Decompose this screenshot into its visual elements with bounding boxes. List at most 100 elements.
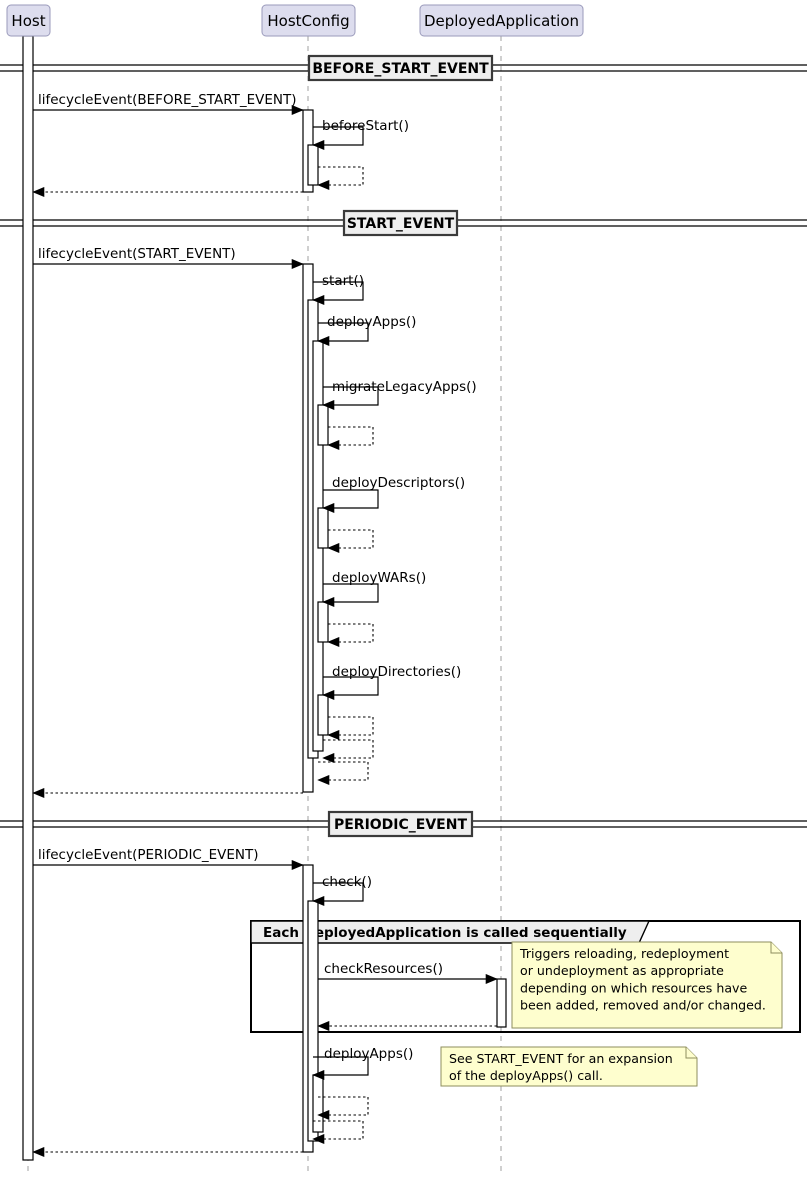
message-m-wars-ret bbox=[327, 623, 374, 648]
dividers-layer: BEFORE_START_EVENT START_EVENT PERIODIC_EV… bbox=[0, 54, 807, 838]
group-frame: Each DeployedApplication is called seque… bbox=[250, 920, 801, 1033]
message-label: lifecycleEvent(BEFORE_START_EVENT) bbox=[38, 92, 297, 108]
message-arrow-icon bbox=[485, 973, 498, 985]
message-m-deployapps-per-r bbox=[317, 1096, 369, 1121]
message-m-start-return bbox=[32, 787, 303, 799]
message-label: start() bbox=[322, 273, 364, 289]
message-label: migrateLegacyApps() bbox=[332, 379, 477, 395]
message-arrow-icon bbox=[327, 439, 340, 451]
message-m-lifecycle-before: lifecycleEvent(BEFORE_START_EVENT) bbox=[33, 92, 304, 116]
message-label: deployWARs() bbox=[332, 570, 426, 586]
message-label: deployApps() bbox=[324, 1046, 413, 1062]
activation-bar bbox=[312, 1074, 324, 1133]
message-arrow-icon bbox=[322, 596, 335, 608]
message-arrow-icon bbox=[312, 139, 325, 151]
message-m-wars: deployWARs() bbox=[322, 570, 426, 608]
message-m-directories: deployDirectories() bbox=[322, 664, 461, 701]
message-m-start-ret bbox=[317, 761, 369, 786]
participant-config[interactable]: HostConfig bbox=[261, 4, 356, 37]
message-label: deployApps() bbox=[327, 314, 416, 330]
message-arrow-icon bbox=[322, 502, 335, 514]
divider-box bbox=[307, 54, 494, 82]
message-arrow-icon bbox=[317, 1020, 330, 1032]
divider-box bbox=[327, 810, 474, 838]
message-arrow-icon bbox=[291, 859, 304, 871]
message-arrow-icon bbox=[327, 636, 340, 648]
message-m-lifecycle-per: lifecycleEvent(PERIODIC_EVENT) bbox=[33, 847, 304, 871]
divider-start: START_EVENT bbox=[0, 209, 807, 237]
message-arrow-icon bbox=[32, 787, 45, 799]
message-label: deployDirectories() bbox=[332, 664, 461, 680]
activation-bar bbox=[22, 35, 34, 1161]
divider-label: START_EVENT bbox=[347, 216, 455, 232]
note-line: been added, removed and/or changed. bbox=[520, 998, 766, 1013]
message-arrow-icon bbox=[312, 1069, 325, 1081]
message-m-check: check() bbox=[312, 874, 372, 907]
message-arrow-icon bbox=[312, 1133, 325, 1145]
message-m-before-return bbox=[32, 186, 303, 198]
message-arrow-icon bbox=[291, 104, 304, 116]
message-label: beforeStart() bbox=[322, 118, 409, 134]
message-m-directories-ret bbox=[327, 716, 374, 741]
activation-bar bbox=[317, 694, 329, 736]
activation-bar bbox=[317, 507, 329, 549]
message-m-descriptors-ret bbox=[327, 529, 374, 554]
note-line: or undeployment as appropriate bbox=[520, 963, 724, 978]
participant-label: Host bbox=[11, 12, 45, 30]
activation-bar bbox=[317, 404, 329, 446]
note-line: See START_EVENT for an expansion bbox=[449, 1051, 673, 1066]
message-label: lifecycleEvent(PERIODIC_EVENT) bbox=[38, 847, 259, 863]
note-line: depending on which resources have bbox=[520, 980, 748, 995]
message-m-checkres-ret bbox=[317, 1020, 497, 1032]
message-m-per-return bbox=[32, 1146, 303, 1158]
participant-box[interactable] bbox=[6, 4, 51, 37]
note: See START_EVENT for an expansion of the d… bbox=[440, 1046, 698, 1087]
message-m-deployapps-ret bbox=[322, 739, 374, 764]
message-arrow-icon bbox=[322, 399, 335, 411]
participant-label: HostConfig bbox=[267, 12, 349, 30]
participant-deplapp[interactable]: DeployedApplication bbox=[419, 4, 584, 37]
divider-box bbox=[342, 209, 459, 237]
message-label: checkResources() bbox=[324, 961, 443, 977]
activation-bar bbox=[307, 144, 319, 186]
participant-box[interactable] bbox=[419, 4, 584, 37]
message-arrow-icon bbox=[317, 335, 330, 347]
note-line: Triggers reloading, redeployment bbox=[519, 946, 729, 961]
message-arrow-icon bbox=[291, 258, 304, 270]
message-m-checkresources: checkResources() bbox=[318, 961, 498, 985]
participant-label: DeployedApplication bbox=[424, 12, 579, 30]
note-line: of the deployApps() call. bbox=[449, 1068, 603, 1083]
message-arrow-icon bbox=[312, 895, 325, 907]
message-m-migrate: migrateLegacyApps() bbox=[322, 379, 477, 411]
message-arrow-icon bbox=[317, 1109, 330, 1121]
message-m-migrate-ret bbox=[327, 426, 374, 451]
message-arrow-icon bbox=[32, 186, 45, 198]
message-arrow-icon bbox=[327, 542, 340, 554]
message-arrow-icon bbox=[312, 294, 325, 306]
message-arrow-icon bbox=[327, 729, 340, 741]
message-m-deployapps-per: deployApps() bbox=[312, 1046, 413, 1081]
groups-layer: Each DeployedApplication is called seque… bbox=[250, 920, 801, 1033]
activation-bar bbox=[496, 978, 507, 1028]
message-arrow-icon bbox=[322, 689, 335, 701]
divider-label: BEFORE_START_EVENT bbox=[312, 61, 489, 77]
participant-box[interactable] bbox=[261, 4, 356, 37]
participant-host[interactable]: Host bbox=[6, 4, 51, 37]
message-arrow-icon bbox=[32, 1146, 45, 1158]
message-m-check-ret bbox=[312, 1120, 364, 1145]
message-arrow-icon bbox=[322, 752, 335, 764]
message-label: lifecycleEvent(START_EVENT) bbox=[38, 246, 236, 262]
notes-layer: Triggers reloading, redeployment or undep… bbox=[440, 941, 783, 1087]
group-label: Each DeployedApplication is called seque… bbox=[263, 925, 627, 941]
message-arrow-icon bbox=[317, 774, 330, 786]
participants-layer: Host HostConfig DeployedApplication bbox=[6, 4, 584, 37]
message-m-beforestart: beforeStart() bbox=[312, 118, 409, 151]
divider-periodic: PERIODIC_EVENT bbox=[0, 810, 807, 838]
lifelines-layer bbox=[27, 36, 502, 1173]
message-label: check() bbox=[322, 874, 372, 890]
messages-layer: lifecycleEvent(BEFORE_START_EVENT)before… bbox=[32, 92, 498, 1158]
message-m-deployapps: deployApps() bbox=[317, 314, 416, 347]
message-m-beforestart-ret bbox=[317, 166, 364, 191]
